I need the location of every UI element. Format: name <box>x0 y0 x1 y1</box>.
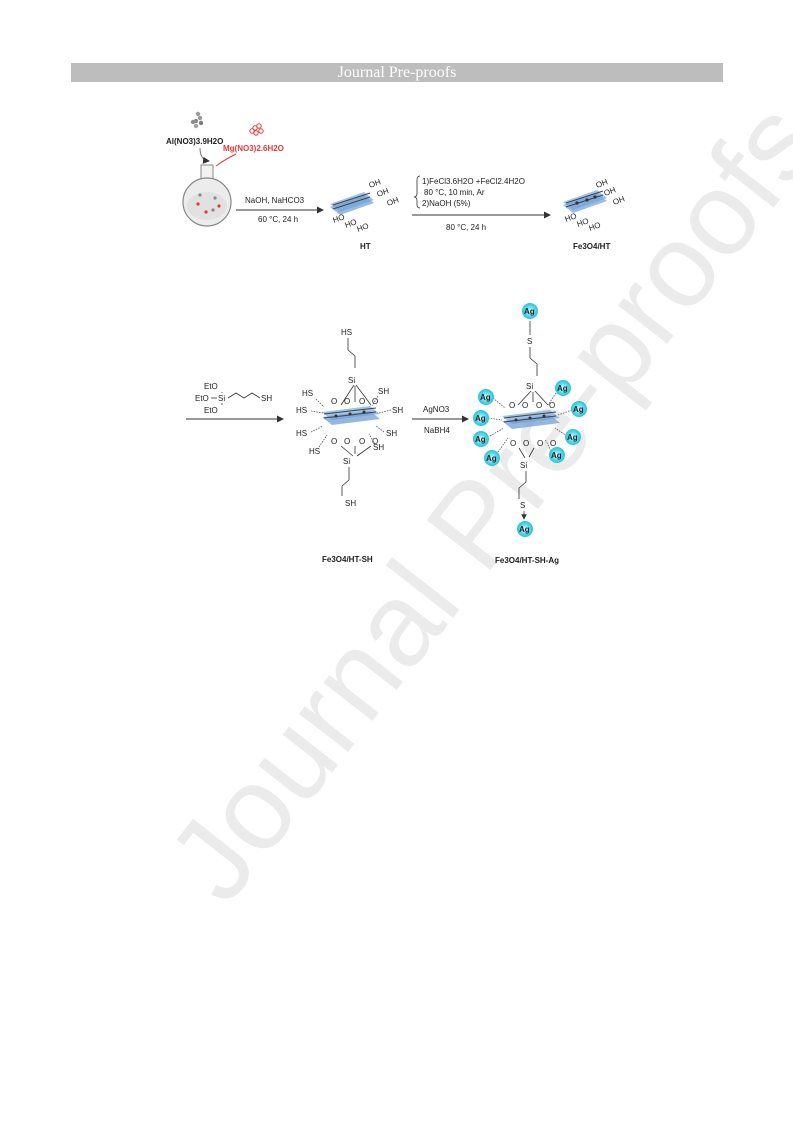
fe-ht-oh-1: OH <box>595 177 610 190</box>
hsh-plate-icon <box>322 406 380 425</box>
fe3o4-ht-sh-product-label: Fe3O4/HT-SH <box>322 555 373 564</box>
bot-o-4: O <box>372 437 378 446</box>
top-chain-hs: HS <box>341 328 352 337</box>
ht-oh-2: OH <box>376 186 391 199</box>
ag-top-o-2: O <box>522 401 528 410</box>
ag-top: Ag <box>524 307 535 316</box>
ag-side-8: Ag <box>551 451 562 460</box>
top-si: Si <box>348 376 355 385</box>
ag-side-4: Ag <box>486 454 497 463</box>
ag-nanoparticle-icon <box>571 401 587 417</box>
step2-brace-icon <box>413 175 421 209</box>
fe-ht-oh-3: OH <box>612 194 627 207</box>
top-o-3: O <box>359 397 365 406</box>
ag-top-si: Si <box>526 382 533 391</box>
bot-chain-sh: SH <box>345 499 356 508</box>
silane-sh: SH <box>261 394 272 403</box>
ag-plate-icon <box>502 410 560 429</box>
side-sh-4: SH <box>373 443 384 452</box>
ag-nanoparticle-icon <box>549 447 565 463</box>
fe3o4-ht-sh-structure: HS Si O O O O O O O O Si SH HS HS HS HS … <box>296 328 403 508</box>
nanoparticle-cluster-al-icon <box>190 111 204 129</box>
ag-bot-o-1: O <box>510 439 516 448</box>
silane-eto-2: EtO <box>195 394 209 403</box>
side-sh-1: SH <box>378 387 389 396</box>
ht-layered-plate-icon <box>329 191 375 216</box>
addition-arrow-mg-icon <box>215 153 237 167</box>
top-o-1: O <box>331 397 337 406</box>
step4-cond-top: AgNO3 <box>423 405 450 414</box>
ag-top-o-3: O <box>536 401 542 410</box>
ag-side-6: Ag <box>573 405 584 414</box>
fe-ht-ho-1: HO <box>564 211 578 224</box>
silane-eto-3: EtO <box>204 406 218 415</box>
ag-bot-si: Si <box>520 461 527 470</box>
addition-arrow-al-icon <box>199 147 210 164</box>
step1-conditions-bottom: 60 °C, 24 h <box>258 215 298 224</box>
ag-nanoparticle-icon <box>473 410 489 426</box>
ag-nanoparticle-icon <box>478 389 494 405</box>
ag-nanoparticle-icon <box>522 303 538 319</box>
ag-nanoparticle-icon <box>555 380 571 396</box>
reagent-mg-label: Mg(NO3)2.6H2O <box>223 144 284 153</box>
ht-ho-1: HO <box>332 212 346 225</box>
ag-side-3: Ag <box>475 435 486 444</box>
side-sh-2: SH <box>392 406 403 415</box>
ag-side-2: Ag <box>475 414 486 423</box>
fe-ht-ho-3: HO <box>588 220 602 233</box>
fe-ht-oh-2: OH <box>603 185 618 198</box>
ag-side-5: Ag <box>557 384 568 393</box>
ag-top-o-4: O <box>549 401 555 410</box>
step2-cond-bottom: 80 °C, 24 h <box>446 223 486 232</box>
fe3o4-ht-plate-icon <box>562 189 608 214</box>
side-sh-3: SH <box>386 429 397 438</box>
side-hs-3: HS <box>296 429 307 438</box>
ag-side-7: Ag <box>567 433 578 442</box>
bot-s: S <box>520 501 525 510</box>
step1-conditions-top: NaOH, NaHCO3 <box>245 196 305 205</box>
step4-cond-bottom: NaBH4 <box>424 426 450 435</box>
ag-bottom: Ag <box>519 525 530 534</box>
ht-oh-3: OH <box>386 195 401 208</box>
silane-eto-1: EtO <box>204 382 218 391</box>
ag-nanoparticle-icon <box>484 450 500 466</box>
side-hs-1: HS <box>302 389 313 398</box>
ht-ho-2: HO <box>344 217 358 230</box>
ag-nanoparticle-icon <box>473 431 489 447</box>
bot-o-1: O <box>331 437 337 446</box>
ag-nanoparticle-icon <box>565 429 581 445</box>
round-bottom-flask-icon <box>182 164 232 227</box>
silane-si: Si <box>218 394 225 403</box>
ag-bot-o-2: O <box>523 439 529 448</box>
step2-cond-1: 1)FeCl3.6H2O +FeCl2.4H2O <box>422 177 525 186</box>
top-s: S <box>527 337 532 346</box>
fe3o4-ht-product-label: Fe3O4/HT <box>573 242 610 251</box>
ht-ho-3: HO <box>356 221 370 234</box>
bot-o-3: O <box>359 437 365 446</box>
journal-header-title: Journal Pre-proofs <box>337 64 457 81</box>
reagent-al-label: Al(NO3)3.9H2O <box>166 137 223 146</box>
ag-nanoparticle-icon <box>517 521 533 537</box>
fe-ht-ho-2: HO <box>576 216 590 229</box>
bot-o-2: O <box>344 437 350 446</box>
journal-header-bar: Journal Pre-proofs <box>71 63 723 82</box>
propyl-chain-icon <box>227 392 261 399</box>
top-o-2: O <box>344 397 350 406</box>
ag-bot-o-4: O <box>550 439 556 448</box>
ht-oh-1: OH <box>368 177 383 190</box>
nanoparticle-cluster-mg-icon <box>249 123 264 136</box>
fe3o4-ht-sh-ag-product-label: Fe3O4/HT-SH-Ag <box>495 556 559 565</box>
bot-si: Si <box>343 457 350 466</box>
fe3o4-ht-sh-ag-structure: Ag S Si O O O O O O O O Si S Ag Ag <box>473 303 587 537</box>
side-hs-4: HS <box>309 447 320 456</box>
ag-bot-o-3: O <box>537 439 543 448</box>
ag-side-1: Ag <box>480 393 491 402</box>
side-hs-2: HS <box>296 406 307 415</box>
step2-cond-3: 2)NaOH (5%) <box>422 199 471 208</box>
step2-cond-2: 80 °C, 10 min, Ar <box>424 188 485 197</box>
ag-top-o-1: O <box>509 401 515 410</box>
ht-product-label: HT <box>360 242 371 251</box>
